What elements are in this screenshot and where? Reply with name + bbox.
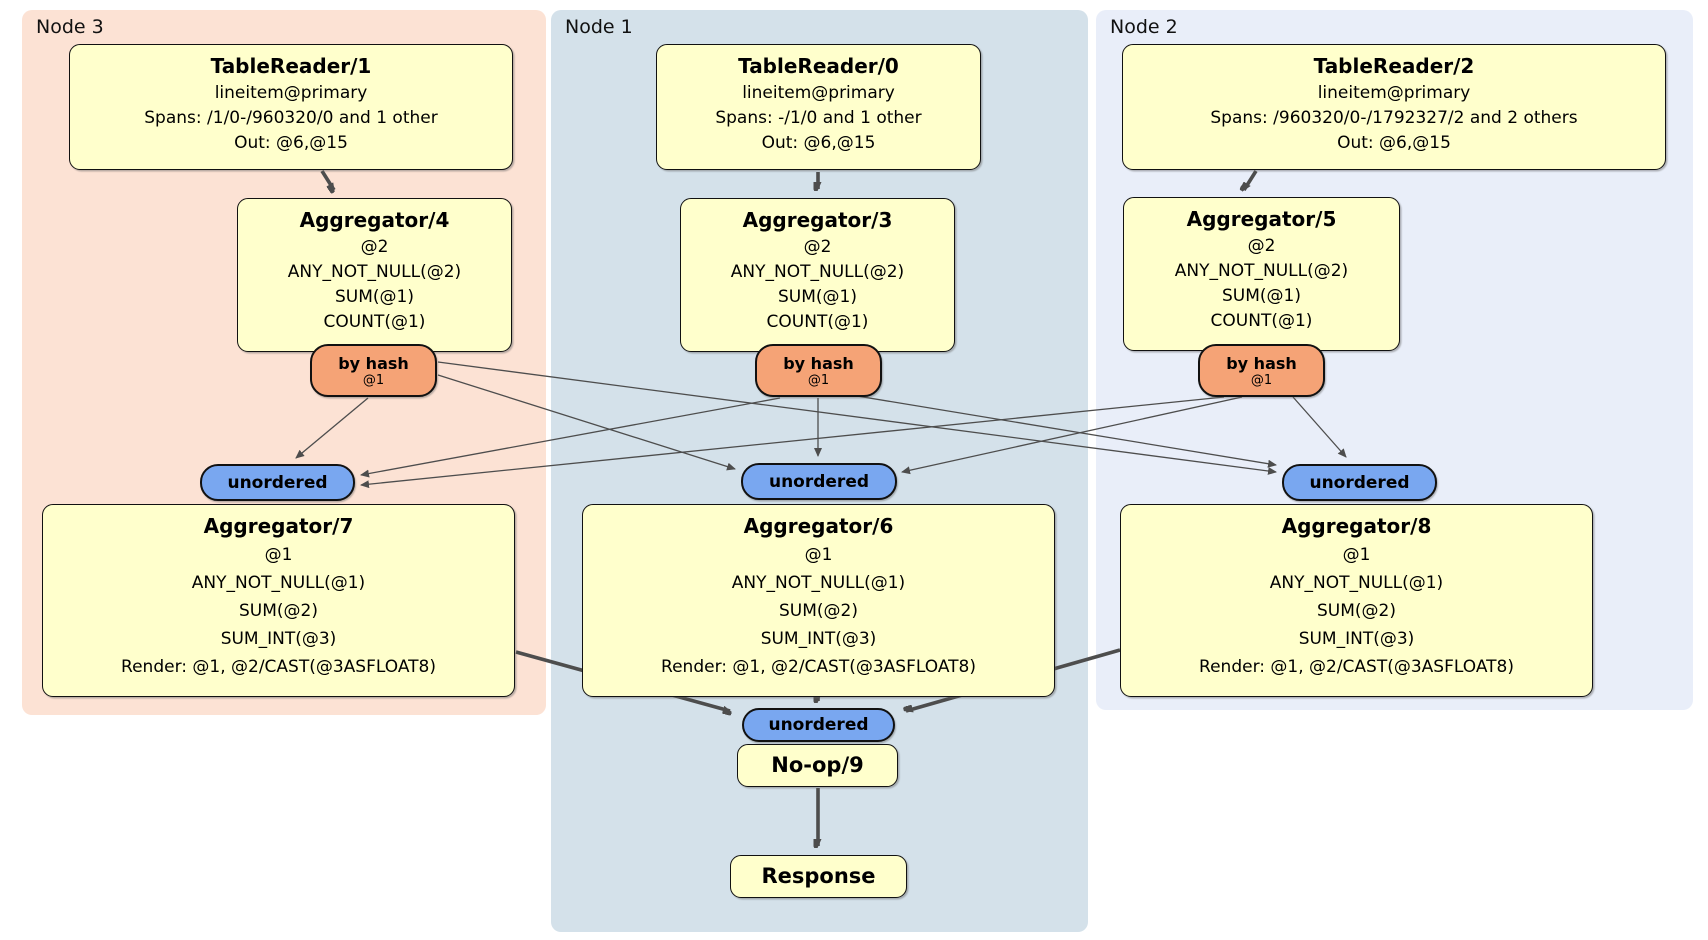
router-by-hash-node2: by hash @1 — [1198, 344, 1325, 397]
node-detail: COUNT(@1) — [323, 312, 426, 332]
node-aggregator-3: Aggregator/3 @2 ANY_NOT_NULL(@2) SUM(@1)… — [680, 198, 955, 352]
region-label: Node 1 — [565, 16, 633, 38]
stream-label: unordered — [227, 472, 328, 493]
node-detail: ANY_NOT_NULL(@2) — [730, 262, 905, 282]
router-by-hash-node1: by hash @1 — [755, 344, 882, 397]
node-detail: lineitem@primary — [214, 83, 368, 103]
node-detail: ANY_NOT_NULL(@1) — [191, 573, 366, 593]
node-detail: Spans: -/1/0 and 1 other — [715, 108, 922, 128]
node-detail: Out: @6,@15 — [234, 133, 348, 153]
edge-hash1-unordered2 — [856, 395, 1277, 468]
node-aggregator-6: Aggregator/6 @1 ANY_NOT_NULL(@1) SUM(@2)… — [582, 504, 1055, 697]
node-title: Aggregator/7 — [203, 514, 354, 538]
node-title: No-op/9 — [771, 753, 864, 777]
router-by-hash-node3: by hash @1 — [310, 344, 437, 397]
node-detail: ANY_NOT_NULL(@2) — [287, 262, 462, 282]
node-detail: SUM(@2) — [779, 601, 858, 621]
edge-hash1-unordered3 — [360, 397, 781, 478]
stream-label: unordered — [1309, 472, 1410, 493]
router-key: @1 — [1250, 372, 1273, 388]
node-detail: ANY_NOT_NULL(@1) — [731, 573, 906, 593]
region-label: Node 2 — [1110, 16, 1178, 38]
router-label: by hash — [338, 353, 409, 373]
router-label: by hash — [1226, 353, 1297, 373]
node-aggregator-8: Aggregator/8 @1 ANY_NOT_NULL(@1) SUM(@2)… — [1120, 504, 1593, 697]
router-key: @1 — [807, 372, 830, 388]
region-label: Node 3 — [36, 16, 104, 38]
edge-hash2-unordered1 — [901, 396, 1243, 475]
edge-hash2-unordered3 — [360, 396, 1225, 489]
node-detail: Out: @6,@15 — [1337, 133, 1451, 153]
node-detail: SUM_INT(@3) — [760, 629, 877, 649]
node-response: Response — [730, 855, 907, 898]
edge-hash2-unordered2 — [1292, 396, 1347, 458]
node-detail: SUM_INT(@3) — [1298, 629, 1415, 649]
stream-label: unordered — [768, 715, 869, 735]
node-detail: SUM_INT(@3) — [220, 629, 337, 649]
node-title: Aggregator/5 — [1186, 207, 1337, 231]
node-tablereader-2: TableReader/2 lineitem@primary Spans: /9… — [1122, 44, 1666, 170]
node-aggregator-4: Aggregator/4 @2 ANY_NOT_NULL(@2) SUM(@1)… — [237, 198, 512, 352]
edge-tr1-agg4 — [320, 170, 336, 190]
stream-unordered-node3: unordered — [200, 464, 355, 501]
node-detail: lineitem@primary — [1317, 83, 1471, 103]
node-detail: Render: @1, @2/CAST(@3ASFLOAT8) — [1199, 657, 1514, 677]
node-title: TableReader/1 — [210, 54, 372, 78]
node-detail: @2 — [360, 237, 389, 257]
node-detail: Render: @1, @2/CAST(@3ASFLOAT8) — [661, 657, 976, 677]
node-detail: SUM(@2) — [1317, 601, 1396, 621]
node-detail: SUM(@1) — [778, 287, 857, 307]
edge-hash3-unordered1 — [437, 374, 736, 471]
router-key: @1 — [362, 372, 385, 388]
stream-unordered-final: unordered — [742, 708, 895, 742]
node-detail: SUM(@1) — [1222, 286, 1301, 306]
node-title: TableReader/2 — [1313, 54, 1475, 78]
stream-unordered-node2: unordered — [1282, 464, 1437, 501]
node-title: TableReader/0 — [738, 54, 899, 78]
node-detail: @1 — [264, 545, 293, 565]
node-title: Aggregator/4 — [299, 208, 450, 232]
stream-unordered-node1: unordered — [741, 463, 897, 500]
node-title: Response — [761, 864, 876, 888]
node-detail: ANY_NOT_NULL(@1) — [1269, 573, 1444, 593]
node-detail: COUNT(@1) — [766, 312, 869, 332]
node-detail: Spans: /960320/0-/1792327/2 and 2 others — [1210, 108, 1578, 128]
node-detail: @2 — [803, 237, 832, 257]
node-title: Aggregator/6 — [743, 514, 894, 538]
node-detail: Render: @1, @2/CAST(@3ASFLOAT8) — [121, 657, 436, 677]
edge-tr2-agg5 — [1244, 170, 1258, 190]
node-detail: Out: @6,@15 — [761, 133, 876, 153]
router-label: by hash — [783, 353, 854, 373]
node-tablereader-0: TableReader/0 lineitem@primary Spans: -/… — [656, 44, 981, 170]
stream-label: unordered — [768, 471, 870, 492]
edge-hash3-unordered3 — [295, 397, 369, 459]
node-aggregator-7: Aggregator/7 @1 ANY_NOT_NULL(@1) SUM(@2)… — [42, 504, 515, 697]
node-title: Aggregator/8 — [1281, 514, 1432, 538]
node-detail: lineitem@primary — [742, 83, 895, 103]
node-detail: @2 — [1247, 236, 1276, 256]
node-tablereader-1: TableReader/1 lineitem@primary Spans: /1… — [69, 44, 513, 170]
node-title: Aggregator/3 — [742, 208, 893, 232]
node-detail: SUM(@2) — [239, 601, 318, 621]
node-detail: @1 — [1342, 545, 1371, 565]
node-detail: Spans: /1/0-/960320/0 and 1 other — [144, 108, 438, 128]
node-detail: ANY_NOT_NULL(@2) — [1174, 261, 1349, 281]
node-noop-9: No-op/9 — [737, 744, 898, 787]
node-detail: @1 — [804, 545, 833, 565]
node-detail: COUNT(@1) — [1210, 311, 1313, 331]
edge-hash3-unordered2 — [437, 361, 1277, 475]
node-detail: SUM(@1) — [335, 287, 414, 307]
node-aggregator-5: Aggregator/5 @2 ANY_NOT_NULL(@2) SUM(@1)… — [1123, 197, 1400, 351]
